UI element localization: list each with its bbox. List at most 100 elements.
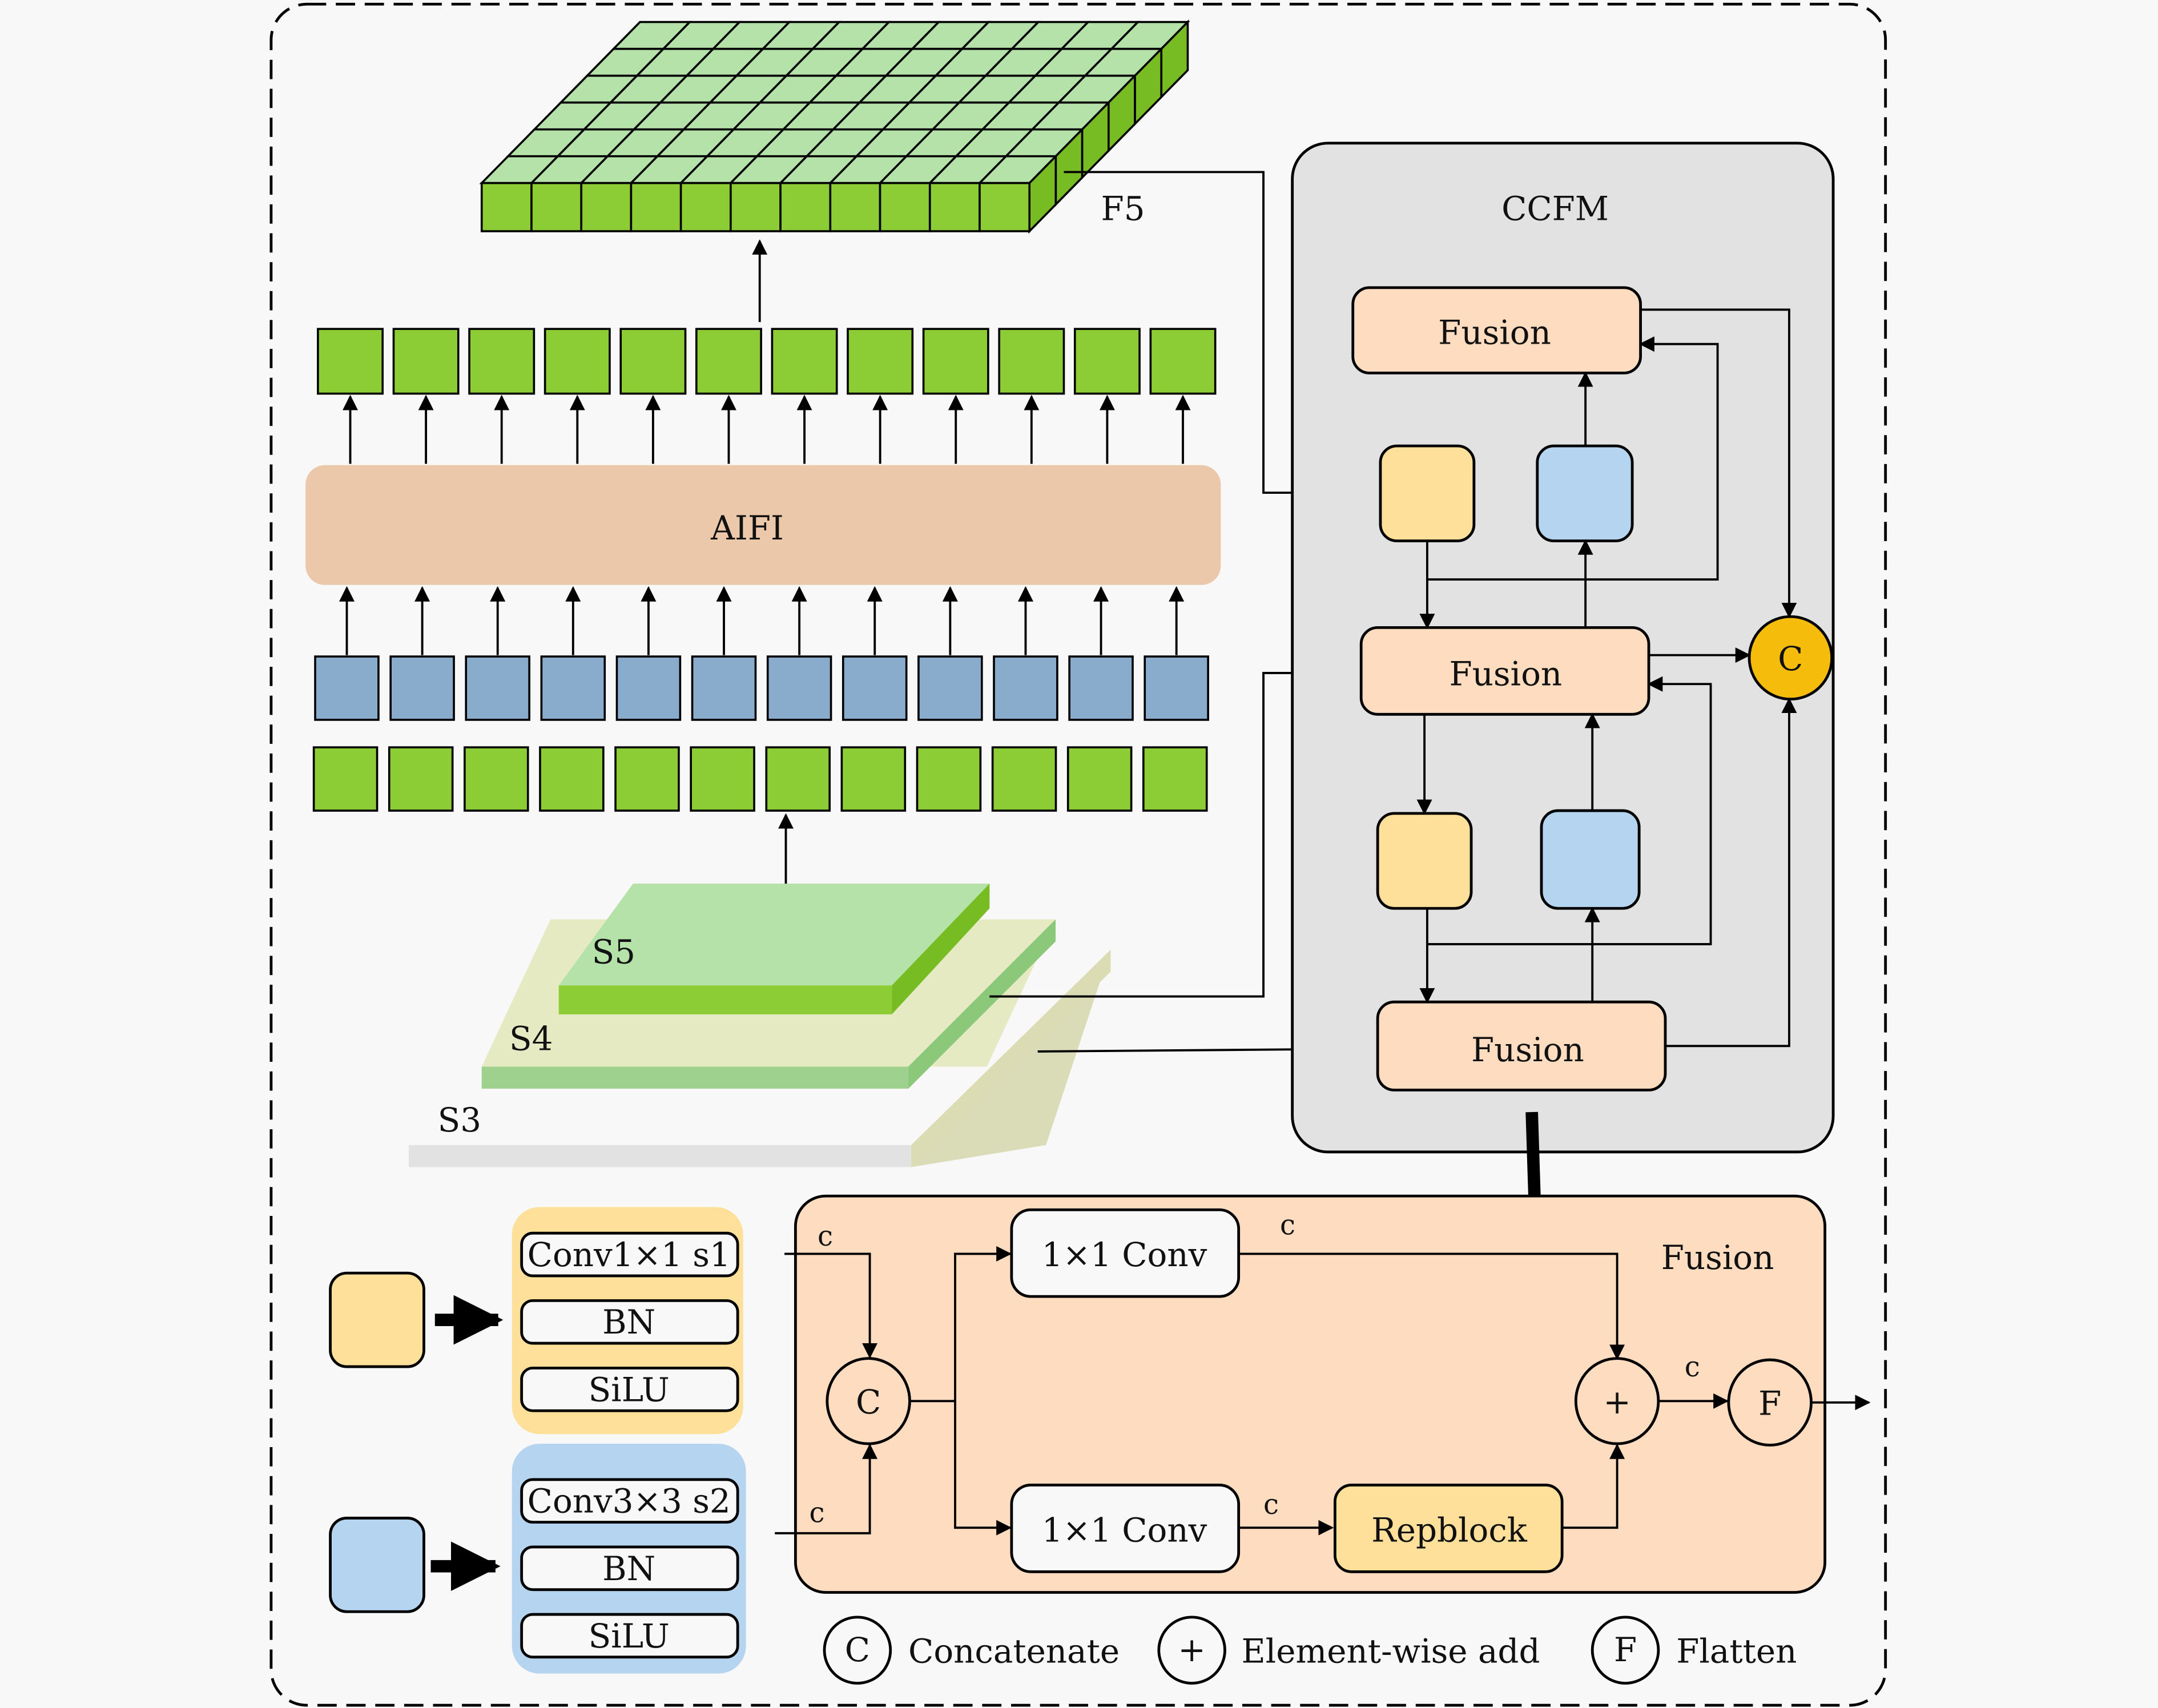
fusion-bottom-label: Fusion (1471, 1030, 1584, 1069)
conv3-block-top[interactable] (1536, 444, 1634, 542)
f5-front-cell (630, 182, 682, 232)
legend-op-symbol: + (1178, 1630, 1205, 1669)
flattened-token (1142, 746, 1208, 812)
fusion-top-label: Fusion (1438, 313, 1551, 352)
fusion-top[interactable] (1351, 286, 1642, 374)
flatten-symbol: F (1758, 1384, 1781, 1423)
legend-op-label: Element-wise add (1241, 1632, 1540, 1670)
f5-front-cell (779, 182, 832, 232)
output-token (392, 328, 460, 395)
f5-label: F5 (1101, 190, 1145, 228)
layer-label: SiLU (589, 1617, 670, 1655)
flattened-token (840, 746, 907, 812)
flattened-token (464, 746, 529, 812)
ccfm-concat-symbol: C (1778, 639, 1803, 678)
flattened-token (991, 746, 1057, 812)
legend-op-label: Flatten (1676, 1632, 1797, 1670)
input-token (314, 655, 380, 721)
block-legend: Conv1×1 s1 BN SiLU Conv3×3 s2 BN SiLU (329, 1207, 746, 1674)
channel-label: c (1263, 1489, 1279, 1521)
channel-label: c (1280, 1210, 1295, 1242)
conv3-legend-swatch (329, 1516, 425, 1613)
layer-box (520, 1478, 739, 1524)
conv3-block-bottom[interactable] (1540, 809, 1641, 910)
conv1x1-top-label: 1×1 Conv (1042, 1235, 1207, 1274)
input-token (691, 655, 757, 721)
output-token (317, 328, 384, 395)
f5-front-cell (530, 182, 583, 232)
flattened-feature-row (312, 746, 1208, 812)
add-symbol: + (1603, 1383, 1630, 1421)
input-token (465, 655, 530, 721)
repblock-label: Repblock (1371, 1510, 1528, 1549)
flattened-token (312, 746, 379, 812)
output-token (1073, 328, 1141, 395)
input-token (389, 655, 455, 721)
flattened-token (765, 746, 831, 812)
output-token (1149, 328, 1217, 395)
layer-label: SiLU (589, 1370, 670, 1409)
s5-slab (558, 883, 990, 1014)
layer-label: Conv3×3 s2 (528, 1482, 731, 1521)
ccfm-title: CCFM (1501, 190, 1609, 228)
layer-box (520, 1613, 739, 1659)
aifi-block[interactable] (305, 465, 1221, 585)
layer-box (520, 1231, 739, 1278)
flattened-token (690, 746, 755, 812)
s3-label: S3 (438, 1101, 481, 1139)
input-token (1144, 655, 1209, 721)
output-token-row (317, 328, 1217, 464)
input-token (917, 655, 983, 721)
fusion-mid-label: Fusion (1449, 655, 1562, 694)
legend-op-label: Concatenate (908, 1632, 1120, 1670)
f5-front-cell (928, 182, 981, 232)
legend-op-icon (823, 1616, 892, 1685)
input-token (842, 655, 908, 721)
output-token (619, 328, 687, 395)
layer-box (520, 1299, 739, 1345)
output-token (998, 328, 1065, 395)
f5-side-cell (1160, 19, 1189, 100)
output-token (771, 328, 838, 395)
flattened-token (388, 746, 454, 812)
output-token (543, 328, 611, 395)
layer-box (520, 1367, 739, 1412)
input-token (993, 655, 1058, 721)
flattened-token (614, 746, 680, 812)
channel-label: c (818, 1220, 833, 1252)
backbone-stack: S5 S4 S3 (408, 883, 1111, 1167)
layer-label: Conv1×1 s1 (528, 1235, 731, 1274)
input-token-row (314, 586, 1209, 721)
conv1x1-bottom-label: 1×1 Conv (1042, 1510, 1207, 1549)
conv1-block-top[interactable] (1379, 444, 1476, 542)
ccfm-arrows (1416, 308, 1797, 1048)
f5-front-cell (679, 182, 732, 232)
channel-label: c (1685, 1351, 1700, 1383)
legend-op-icon (1157, 1616, 1226, 1685)
layer-label: BN (602, 1303, 655, 1342)
conv1-block-bottom[interactable] (1376, 812, 1473, 910)
fusion-mid[interactable] (1359, 626, 1650, 716)
s5-label: S5 (592, 933, 635, 972)
channel-label: c (810, 1497, 825, 1529)
operator-legend: C Concatenate + Element-wise add F Flatten (823, 1616, 1797, 1685)
layer-label: BN (602, 1549, 655, 1588)
input-token (540, 655, 606, 721)
output-token (695, 328, 762, 395)
aifi-label: AIFI (710, 509, 784, 547)
s4-label: S4 (509, 1020, 553, 1058)
flattened-token (916, 746, 982, 812)
fusion-detail-title: Fusion (1661, 1238, 1774, 1277)
flattened-token (1066, 746, 1133, 812)
fusion-concat-symbol: C (856, 1383, 881, 1421)
output-token (922, 328, 989, 395)
f5-front-cell (730, 182, 782, 232)
legend-op-symbol: C (845, 1630, 870, 1669)
input-token (766, 655, 832, 721)
flattened-token (539, 746, 605, 812)
legend-op-symbol: F (1614, 1630, 1637, 1669)
f5-front-cell (829, 182, 881, 232)
output-token (468, 328, 536, 395)
input-token (1068, 655, 1134, 721)
output-token (847, 328, 914, 395)
